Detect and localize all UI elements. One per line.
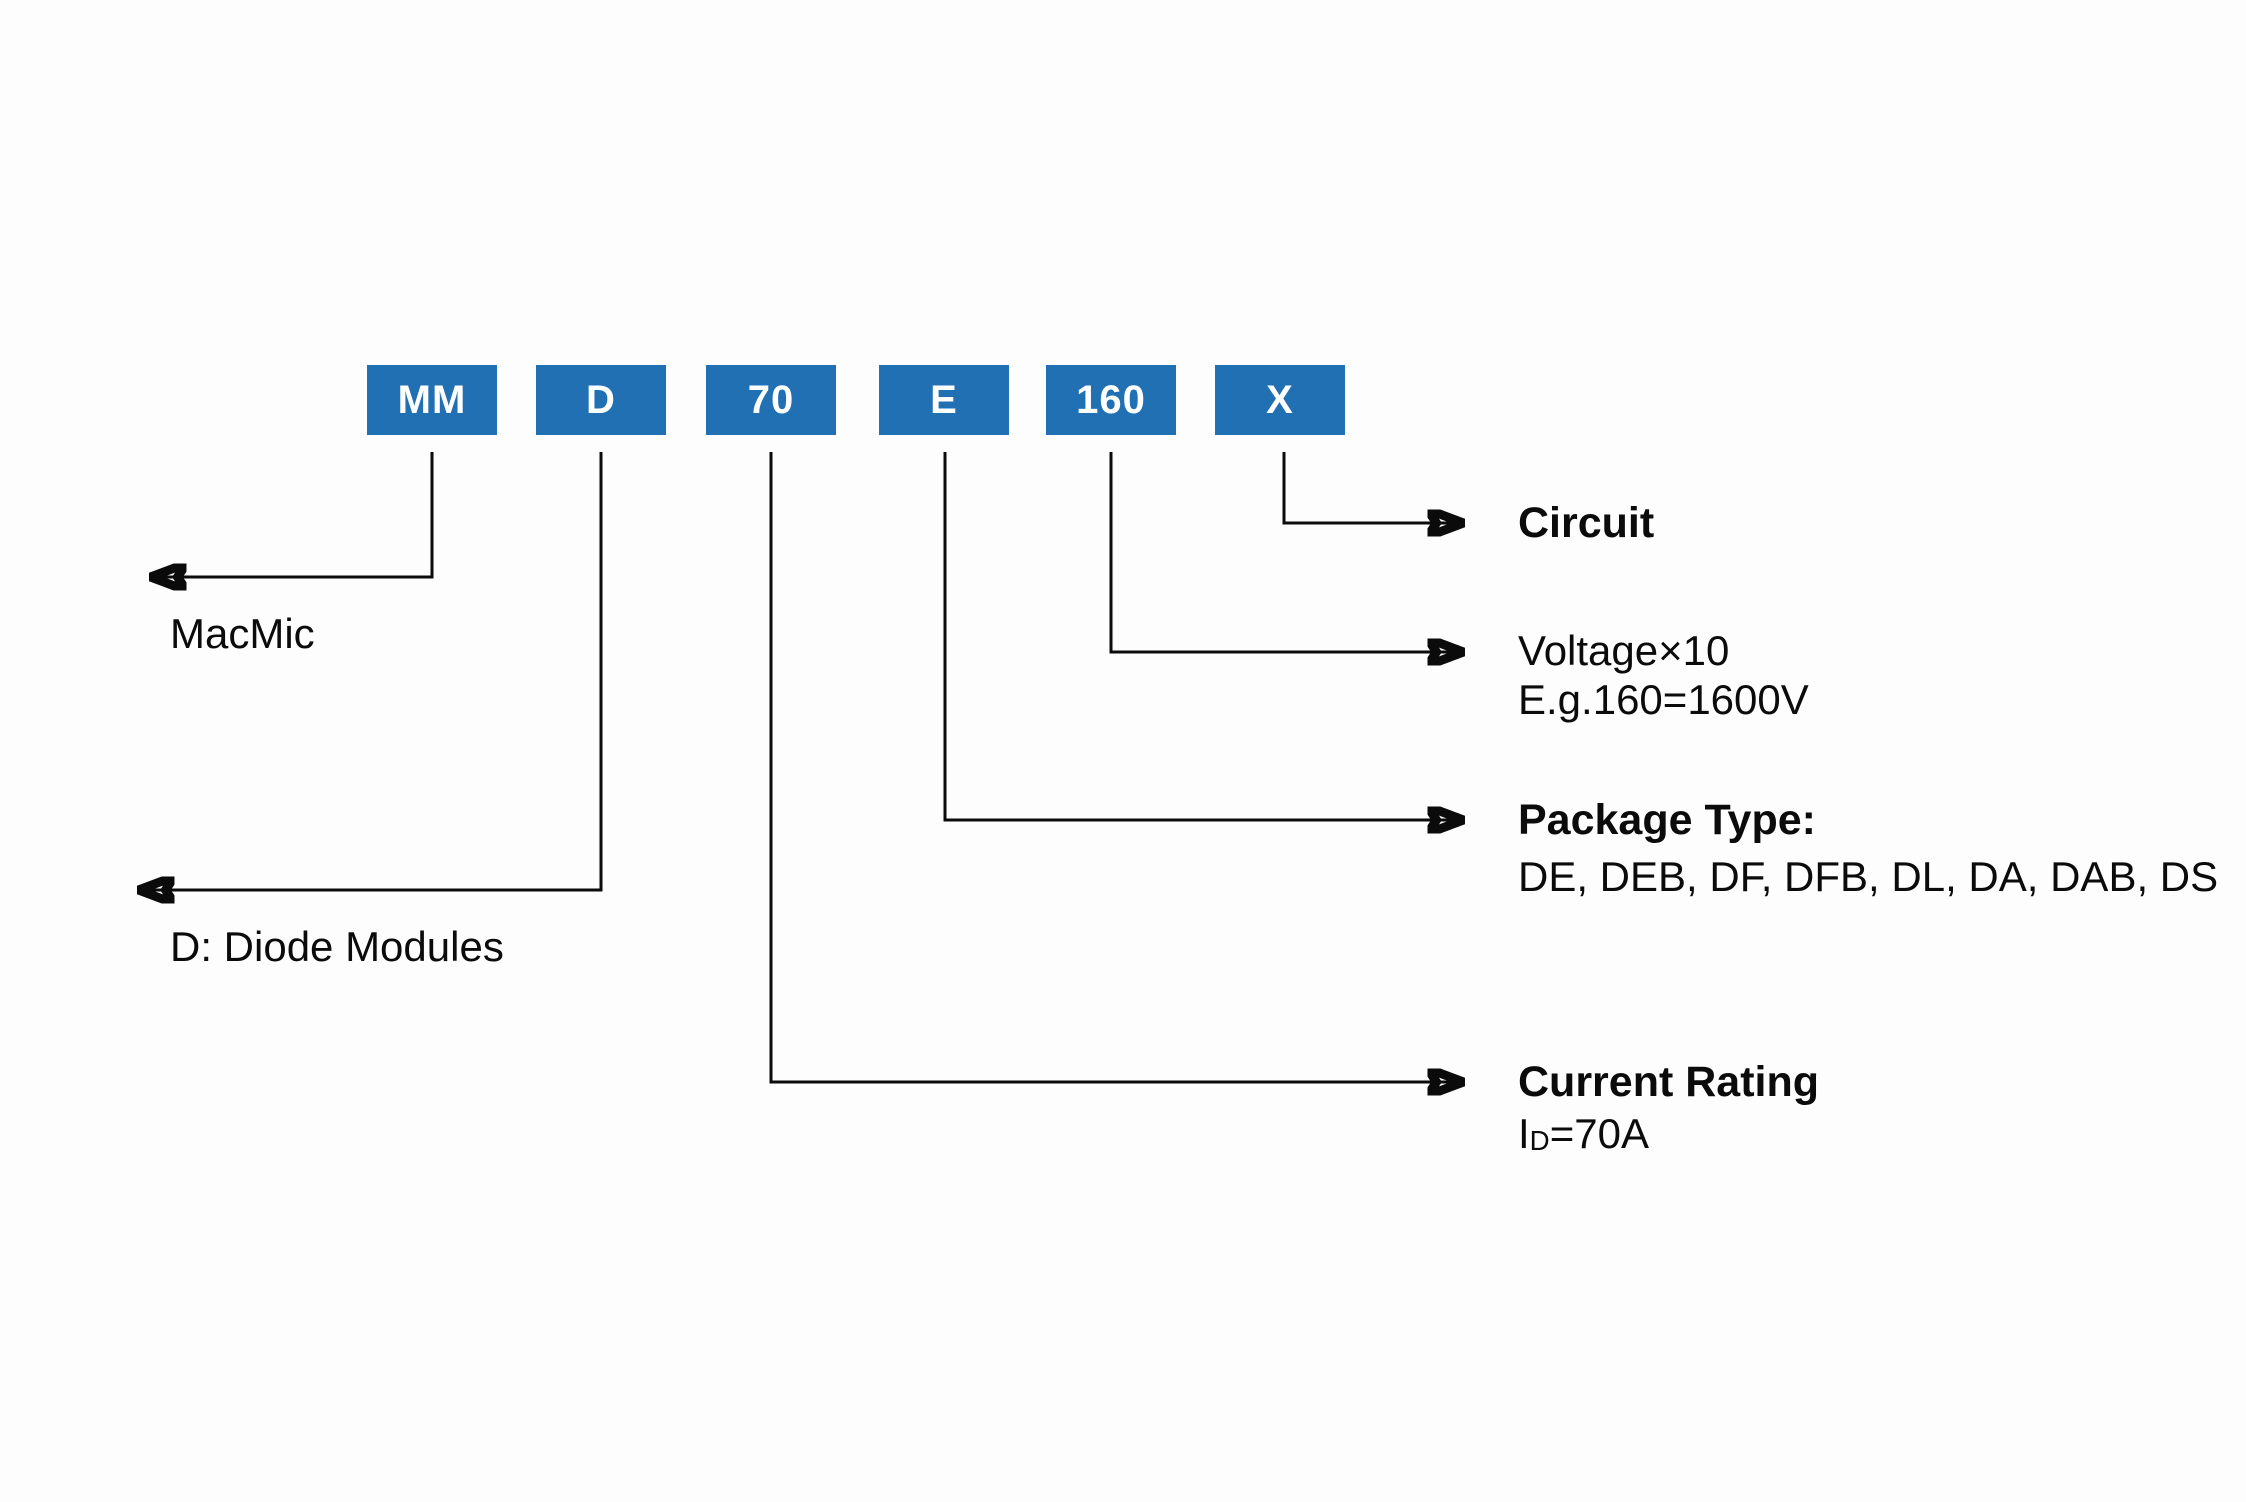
connector-70-to-current-rating — [769, 452, 1462, 1082]
connector-d-to-diode-modules — [140, 452, 603, 890]
diode-modules-label: D: Diode Modules — [170, 922, 504, 970]
circuit-title: Circuit — [1518, 499, 1655, 548]
connector-x-to-circuit — [1282, 452, 1462, 523]
connector-mm-to-macmic — [152, 452, 434, 577]
part-code-box-70: 70 — [706, 365, 836, 435]
voltage-example: E.g.160=1600V — [1518, 675, 1809, 723]
package-type-title: Package Type: — [1518, 796, 1816, 845]
current-rating-title: Current Rating — [1518, 1058, 1819, 1107]
current-rating-value: ID=70A — [1518, 1109, 1649, 1159]
package-type-options: DE, DEB, DF, DFB, DL, DA, DAB, DS — [1518, 852, 2219, 900]
current-symbol-base: I — [1518, 1109, 1530, 1157]
connector-160-to-voltage — [1109, 452, 1462, 652]
part-code-box-e: E — [879, 365, 1009, 435]
current-symbol-subscript: D — [1529, 1125, 1550, 1157]
current-symbol-rest: =70A — [1549, 1109, 1649, 1157]
voltage-title: Voltage×10 — [1518, 626, 1730, 674]
macmic-label: MacMic — [170, 609, 315, 657]
part-code-box-x: X — [1215, 365, 1345, 435]
part-code-box-mm: MM — [367, 365, 497, 435]
part-code-box-d: D — [536, 365, 666, 435]
part-code-box-160: 160 — [1046, 365, 1176, 435]
connector-e-to-package-type — [943, 452, 1462, 820]
